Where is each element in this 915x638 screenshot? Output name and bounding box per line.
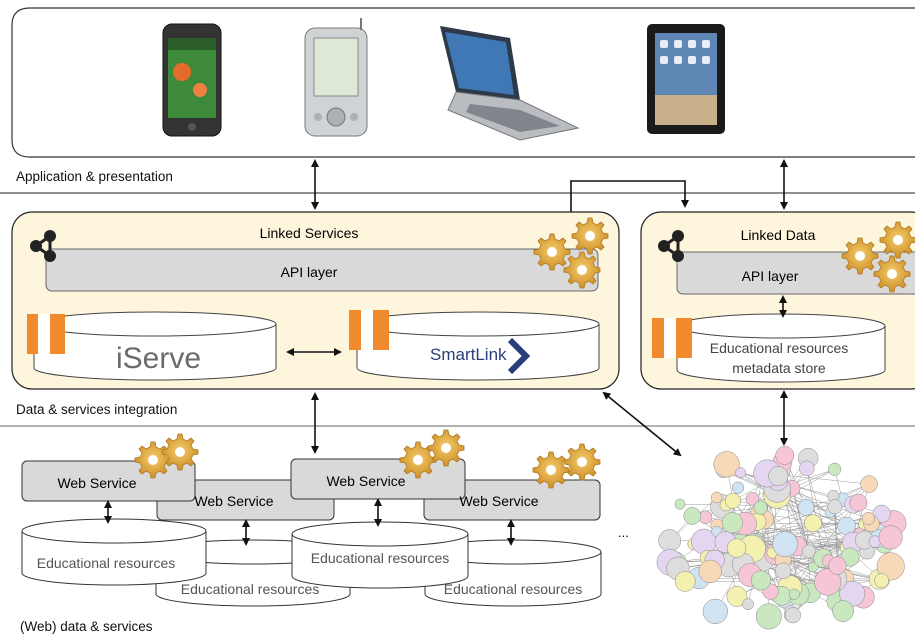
lod-cloud-node	[832, 600, 854, 622]
lod-cloud-node	[735, 467, 747, 479]
arrow-services-cloud	[602, 391, 682, 457]
lod-cloud-node	[827, 499, 843, 515]
lod-cloud-node	[710, 491, 723, 504]
lod-cloud-node	[814, 568, 842, 596]
lod-cloud-node	[784, 607, 801, 624]
resource-store-4	[424, 539, 602, 607]
resource-label-4: Educational resources	[444, 581, 583, 597]
lod-cloud-node	[775, 446, 795, 465]
lod-cloud-node	[874, 573, 890, 589]
lod-cloud-node	[828, 462, 842, 476]
pda-icon	[304, 18, 368, 137]
web-services-group	[21, 429, 602, 607]
linked-services-api-label: API layer	[281, 264, 338, 280]
lod-cloud-node	[721, 512, 743, 534]
lod-cloud-node	[725, 492, 741, 509]
gear-icon	[161, 433, 199, 471]
linked-services-title: Linked Services	[260, 225, 359, 241]
lod-cloud-node	[726, 538, 747, 558]
smartlink-logo: SmartLink	[430, 345, 507, 364]
lod-cloud-node	[878, 525, 903, 550]
lod-cloud-node	[849, 493, 868, 512]
smartlink-store	[356, 311, 600, 381]
lod-cloud-node	[753, 500, 768, 515]
lod-cloud-node	[861, 512, 875, 526]
gear-icon	[427, 429, 465, 467]
smartlink-chevron-icon	[507, 337, 531, 375]
gear-icon	[532, 451, 570, 489]
ellipsis: ...	[618, 525, 629, 540]
lod-cloud-node	[674, 571, 696, 592]
lod-cloud-node	[745, 492, 760, 506]
lod-cloud-node	[713, 451, 740, 478]
layer-label-application: Application & presentation	[16, 169, 173, 184]
lod-cloud-node	[876, 552, 905, 581]
metadata-store	[676, 313, 886, 383]
lod-cloud-node	[674, 498, 686, 510]
lod-cloud-node	[860, 475, 878, 493]
lod-cloud-graph	[656, 446, 907, 630]
laptop-icon	[440, 26, 580, 141]
iserve-store	[33, 311, 277, 381]
web-service-label-4: Web Service	[459, 493, 538, 509]
lod-cloud-node	[732, 481, 745, 494]
linked-data-api-label: API layer	[742, 268, 799, 284]
lod-cloud-node	[658, 529, 682, 552]
lod-cloud-node	[799, 460, 815, 477]
linked-data-title: Linked Data	[741, 227, 816, 243]
lod-cloud-node	[804, 514, 822, 533]
lod-cloud-node	[788, 588, 800, 600]
lod-cloud-node	[775, 562, 792, 579]
devices-panel	[11, 7, 915, 158]
linked-data-panel	[640, 211, 915, 390]
lod-cloud-node	[702, 598, 728, 624]
lod-cloud-node	[698, 559, 722, 583]
lod-cloud-node	[742, 598, 754, 611]
web-service-label-3: Web Service	[326, 473, 405, 489]
metadata-store-line1: Educational resources	[710, 340, 849, 356]
resource-store-1	[21, 518, 207, 586]
resource-label-2: Educational resources	[181, 581, 320, 597]
lod-cloud-node	[683, 507, 702, 525]
lod-cloud-node	[797, 499, 815, 516]
ipad-icon	[647, 24, 725, 134]
resource-label-1: Educational resources	[37, 555, 176, 571]
lod-cloud-node	[768, 466, 789, 487]
iphone-icon	[162, 23, 222, 137]
lod-cloud-node	[808, 561, 819, 573]
lod-cloud-node	[801, 544, 816, 559]
arrows	[104, 159, 788, 546]
resource-store-3	[291, 521, 469, 589]
resource-label-3: Educational resources	[311, 550, 450, 566]
web-service-label-2: Web Service	[194, 493, 273, 509]
lod-cloud-node	[726, 586, 748, 607]
iserve-logo: iServe	[116, 342, 201, 375]
lod-cloud-link	[716, 497, 864, 525]
web-service-label-1: Web Service	[57, 475, 136, 491]
layer-label-integration: Data & services integration	[16, 402, 178, 417]
lod-cloud-node	[828, 556, 847, 575]
lod-cloud-node	[755, 603, 782, 630]
metadata-store-line2: metadata store	[732, 360, 826, 376]
arrow-services-to-data	[570, 180, 689, 212]
lod-cloud-node	[751, 570, 771, 591]
linked-services-panel	[11, 211, 620, 390]
lod-cloud-node	[772, 531, 799, 557]
gear-icon	[563, 443, 601, 481]
layer-label-data: (Web) data & services	[20, 619, 153, 634]
gear-icon	[134, 441, 172, 479]
